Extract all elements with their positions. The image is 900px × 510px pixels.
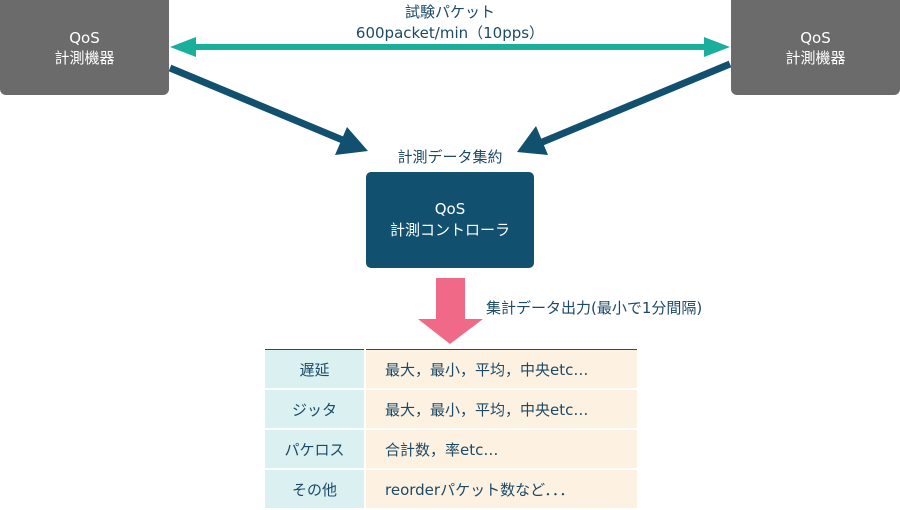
metric-value: 最大，最小，平均，中央etc… — [364, 389, 637, 430]
device-left-line2: 計測機器 — [54, 48, 115, 67]
metric-value: reorderパケット数など．．． — [364, 469, 637, 510]
output-arrow — [418, 278, 483, 344]
aggregated-output-label: 集計データ出力(最小で1分間隔) — [486, 299, 703, 317]
test-packet-line2: 600packet/min（10pps） — [355, 24, 545, 42]
metric-name: その他 — [265, 469, 365, 510]
metric-name: ジッタ — [265, 389, 365, 430]
qos-measurement-device-left: QoS 計測機器 — [0, 0, 169, 95]
metric-name: 遅延 — [265, 349, 365, 390]
metric-value: 最大，最小，平均，中央etc… — [364, 349, 637, 390]
table-row: その他 reorderパケット数など．．． — [265, 469, 637, 510]
metric-name: パケロス — [265, 429, 365, 470]
qos-measurement-device-right: QoS 計測機器 — [731, 0, 900, 95]
metrics-table: 遅延 最大，最小，平均，中央etc… ジッタ 最大，最小，平均，中央etc… パ… — [265, 349, 637, 510]
test-packet-label: 試験パケット 600packet/min（10pps） — [0, 2, 900, 44]
controller-line2: 計測コントローラ — [389, 221, 510, 239]
device-right-line1: QoS — [800, 28, 831, 47]
qos-measurement-controller: QoS 計測コントローラ — [366, 172, 534, 268]
device-right-line2: 計測機器 — [785, 48, 846, 67]
data-aggregation-label: 計測データ集約 — [397, 148, 503, 166]
left-device-to-controller-arrow — [168, 64, 368, 155]
device-left-line1: QoS — [69, 28, 100, 47]
controller-line1: QoS — [434, 200, 466, 218]
table-row: 遅延 最大，最小，平均，中央etc… — [265, 349, 637, 390]
table-row: ジッタ 最大，最小，平均，中央etc… — [265, 389, 637, 430]
right-device-to-controller-arrow — [517, 60, 732, 155]
test-packet-arrow — [170, 37, 730, 57]
metric-value: 合計数，率etc… — [364, 429, 637, 470]
table-row: パケロス 合計数，率etc… — [265, 429, 637, 470]
test-packet-line1: 試験パケット — [404, 3, 495, 21]
